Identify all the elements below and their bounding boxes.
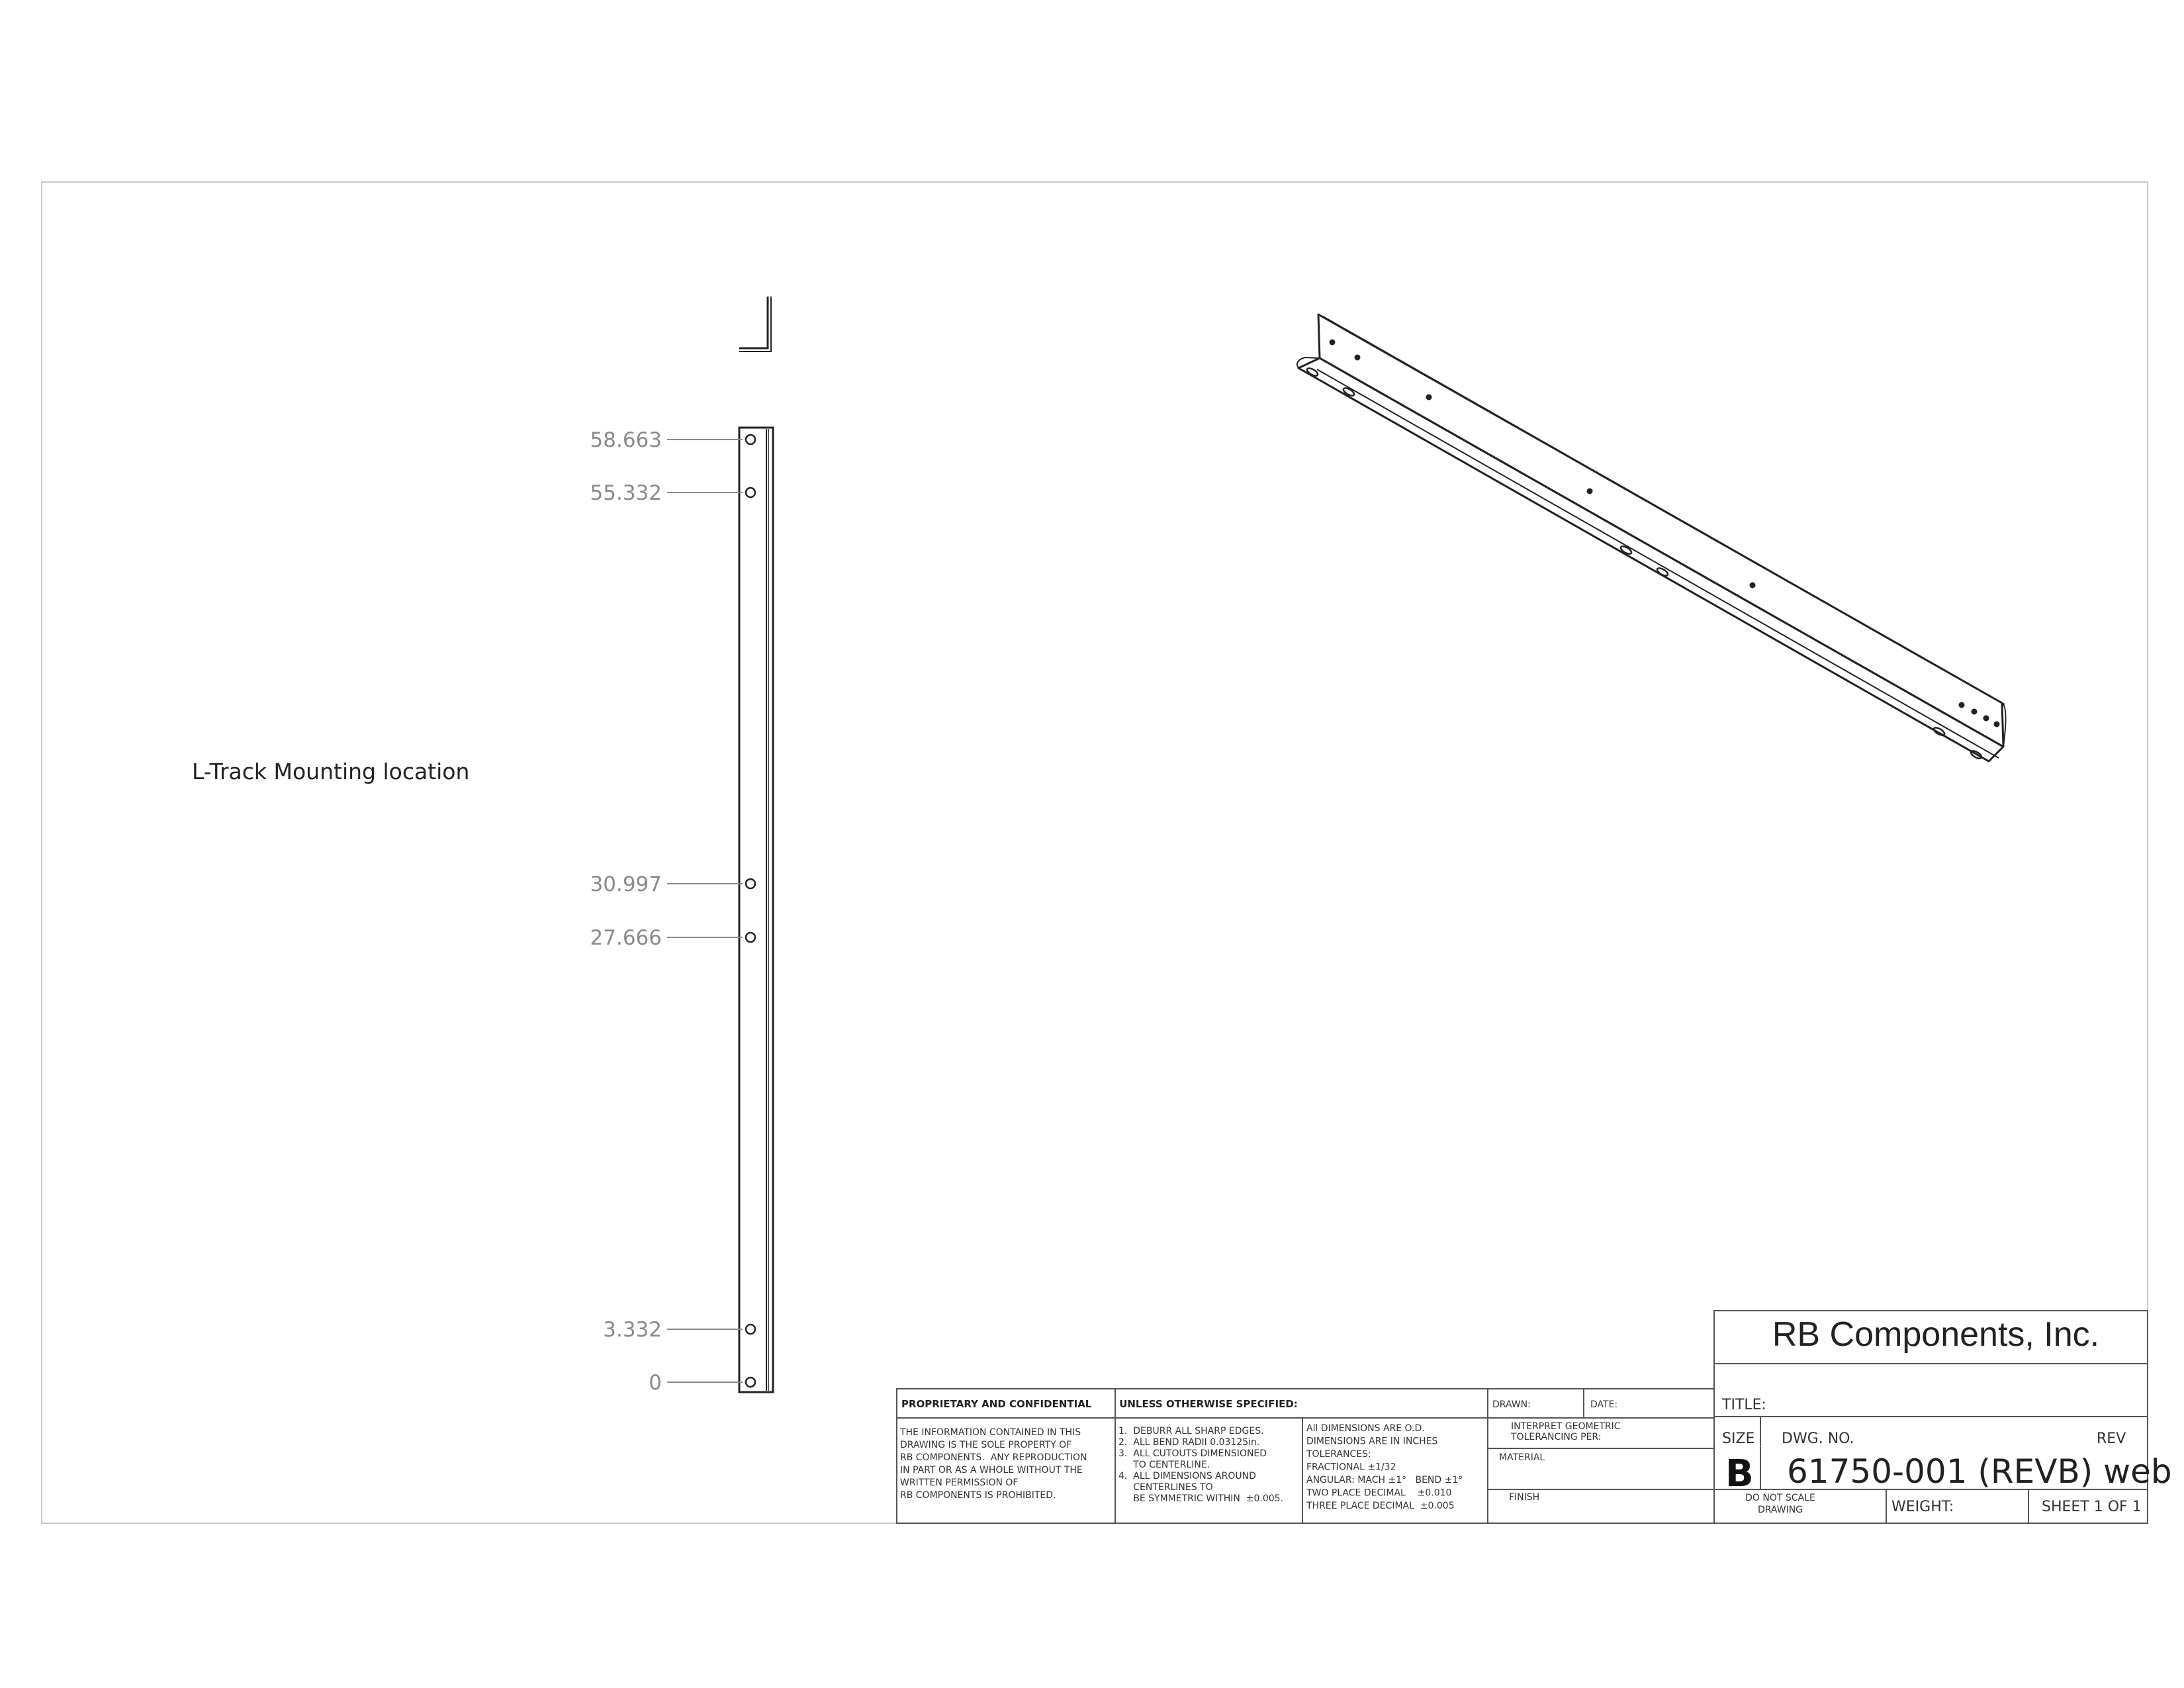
tolerance-line: FRACTIONAL ±1/32 [1306,1462,1396,1473]
dimension-label: 58.663 [590,428,662,452]
mounting-hole [745,931,756,943]
proprietary-line: THE INFORMATION CONTAINED IN THIS [899,1427,1081,1438]
company-name: RB Components, Inc. [1772,1315,2099,1354]
dimension-label: 0 [649,1371,662,1395]
note-line: BE SYMMETRIC WITHIN ±0.005. [1118,1493,1283,1504]
interpret-1: INTERPRET GEOMETRIC [1511,1421,1621,1432]
note-line: TO CENTERLINE. [1118,1460,1210,1470]
proprietary-line: DRAWING IS THE SOLE PROPERTY OF [900,1440,1071,1450]
mounting-holes [745,434,756,1388]
proprietary-text: THE INFORMATION CONTAINED IN THIS DRAWING… [899,1427,1087,1501]
mounting-hole [745,1376,756,1388]
hole-dimensions: 58.663 55.332 30.997 27.666 3.332 0 [590,428,743,1395]
rev-label: REV [2097,1430,2126,1447]
interpret-2: TOLERANCING PER: [1510,1432,1601,1442]
tolerances: All DIMENSIONS ARE O.D. DIMENSIONS ARE IN… [1306,1423,1463,1511]
mounting-hole [745,434,756,445]
proprietary-line: RB COMPONENTS IS PROHIBITED. [900,1490,1056,1501]
dimension-label: 55.332 [590,481,662,505]
tolerance-line: All DIMENSIONS ARE O.D. [1306,1423,1425,1434]
drawn-label: DRAWN: [1492,1399,1531,1410]
note-line: CENTERLINES TO [1118,1482,1213,1493]
tolerance-line: TWO PLACE DECIMAL ±0.010 [1306,1488,1451,1499]
material-label: MATERIAL [1499,1452,1545,1463]
dwg-no-label: DWG. NO. [1782,1430,1854,1447]
mounting-hole [745,1323,756,1335]
tolerance-line: TOLERANCES: [1306,1449,1371,1460]
proprietary-line: WRITTEN PERMISSION OF [900,1477,1018,1488]
proprietary-line: RB COMPONENTS. ANY REPRODUCTION [900,1452,1087,1463]
end-view [739,297,772,352]
date-label: DATE: [1590,1399,1617,1410]
isometric-holes [1306,339,2000,759]
tolerance-line: DIMENSIONS ARE IN INCHES [1306,1436,1438,1447]
title-block [896,1310,2148,1524]
note-line: 3. ALL CUTOUTS DIMENSIONED [1118,1448,1267,1459]
tolerance-line: ANGULAR: MACH ±1° BEND ±1° [1306,1475,1463,1485]
mounting-hole [745,487,756,498]
size-value: B [1725,1452,1754,1495]
finish-label: FINISH [1509,1492,1539,1503]
dwg-no-value: 61750-001 (REVB) web [1787,1452,2172,1491]
note-line: 1. DEBURR ALL SHARP EDGES. [1118,1426,1264,1436]
sheet-label: SHEET 1 OF 1 [2042,1499,2142,1515]
unless-heading: UNLESS OTHERWISE SPECIFIED: [1119,1398,1298,1410]
dimension-label: 3.332 [603,1318,662,1342]
note-line: 4. ALL DIMENSIONS AROUND [1118,1471,1256,1481]
general-notes: 1. DEBURR ALL SHARP EDGES.2. ALL BEND RA… [1118,1426,1283,1504]
dimension-label: 30.997 [590,872,662,896]
proprietary-line: IN PART OR AS A WHOLE WITHOUT THE [900,1465,1083,1476]
weight-label: WEIGHT: [1891,1499,1954,1515]
note-line: 2. ALL BEND RADII 0.03125in. [1118,1437,1259,1448]
do-not-scale-1: DO NOT SCALE [1745,1493,1815,1503]
mounting-hole [745,878,756,890]
tolerance-line: THREE PLACE DECIMAL ±0.005 [1306,1501,1455,1511]
size-label: SIZE [1722,1430,1754,1447]
proprietary-heading: PROPRIETARY AND CONFIDENTIAL [901,1398,1092,1410]
front-view [738,426,774,1393]
title-label: TITLE: [1721,1397,1766,1413]
dimension-label: 27.666 [590,926,662,950]
isometric-view [1297,313,2007,763]
do-not-scale-2: DRAWING [1758,1505,1803,1515]
l-track-mounting-label: L-Track Mounting location [192,759,469,784]
